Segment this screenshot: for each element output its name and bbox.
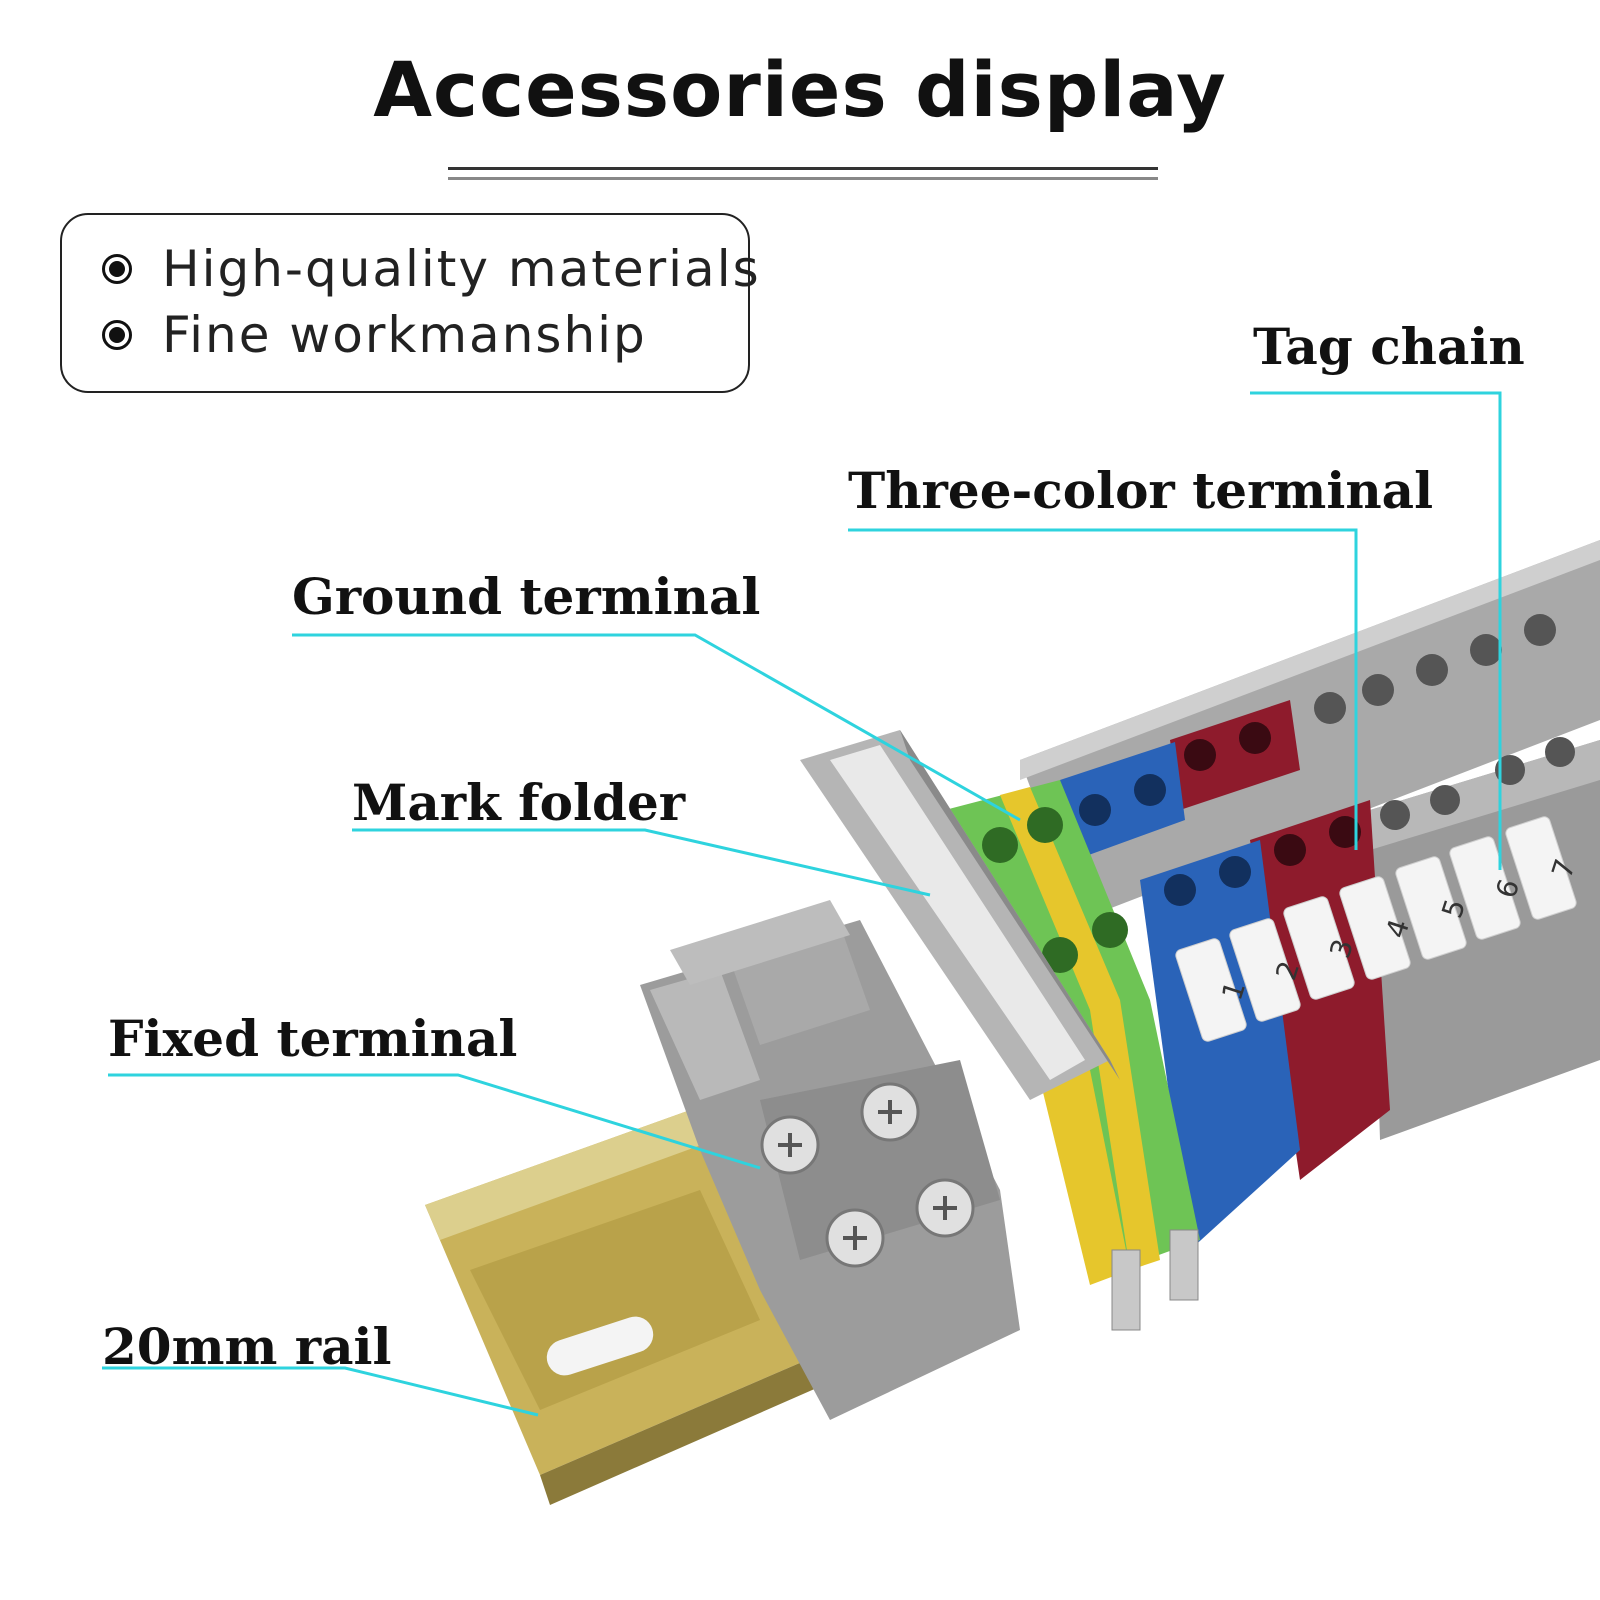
title-underline <box>448 167 1158 170</box>
tag-chain-leader <box>1250 391 1502 870</box>
title-underline-secondary <box>448 177 1158 180</box>
mark-folder-leader <box>352 828 931 897</box>
fixed-terminal-leader <box>108 1073 761 1170</box>
radio-bullet-icon <box>102 320 132 350</box>
callout-mark-folder: Mark folder <box>352 773 686 832</box>
ground-terminal-leader <box>292 633 1021 822</box>
back-terminal-holes <box>1314 614 1556 724</box>
feature-label: High-quality materials <box>162 240 761 298</box>
metal-tabs <box>1111 1229 1199 1331</box>
page-title: Accessories display <box>373 45 1227 134</box>
callout-three-color-terminal: Three-color terminal <box>848 461 1434 520</box>
callout-fixed-terminal: Fixed terminal <box>108 1009 518 1068</box>
callout-20mm-rail: 20mm rail <box>102 1317 392 1376</box>
feature-item: Fine workmanship <box>102 305 647 365</box>
three-color-terminal-leader <box>848 528 1358 850</box>
feature-label: Fine workmanship <box>162 306 647 364</box>
leader-lines <box>102 391 1502 1417</box>
feature-item: High-quality materials <box>102 239 761 299</box>
rail-slot <box>546 1316 654 1376</box>
fixed-terminal <box>640 900 1020 1420</box>
mark-folder <box>800 730 1120 1100</box>
rail-leader <box>102 1366 539 1417</box>
callout-ground-terminal: Ground terminal <box>292 567 761 626</box>
callout-tag-chain: Tag chain <box>1253 317 1525 376</box>
tag-chain: 1 2 3 4 5 6 7 <box>1175 816 1582 1042</box>
feature-box: High-quality materials Fine workmanship <box>60 213 759 393</box>
radio-bullet-icon <box>102 254 132 284</box>
